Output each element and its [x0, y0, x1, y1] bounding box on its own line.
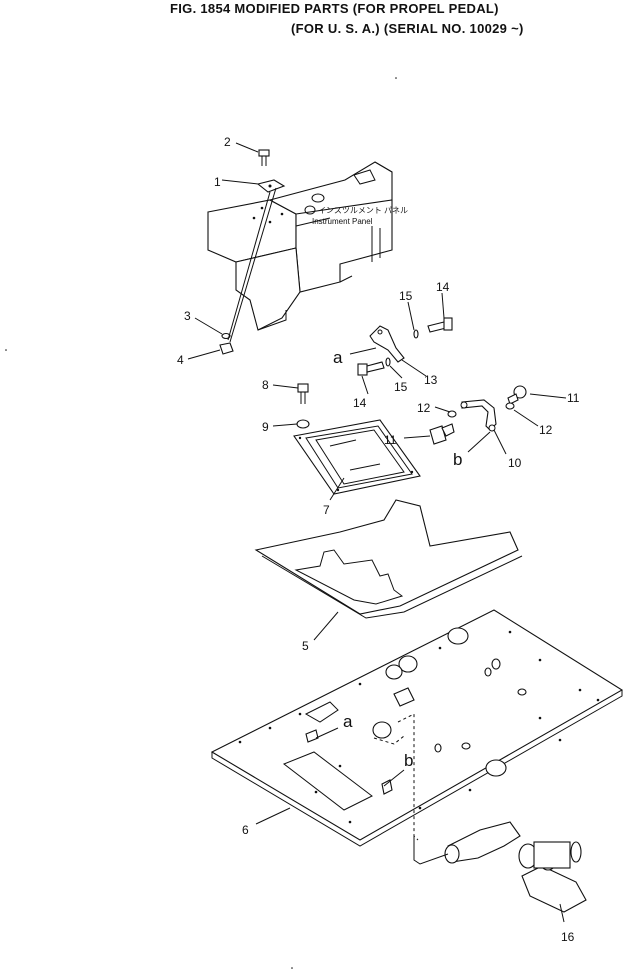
nut-part-4 — [219, 342, 234, 355]
leader-lines — [187, 142, 567, 923]
panel-label-japanese: インスツルメント パネル — [318, 206, 408, 215]
washer-part-15-lower — [385, 357, 391, 367]
callout-13: 13 — [424, 373, 438, 387]
callout-7: 7 — [323, 503, 330, 517]
callout-11-left: 11 — [384, 433, 397, 447]
floor-mat-part-5 — [254, 499, 523, 619]
figure-title-line2: (FOR U. S. A.) (SERIAL NO. 10029 ~) — [291, 21, 524, 36]
washer-part-12-right — [505, 402, 515, 410]
callout-12-right: 12 — [539, 423, 553, 437]
washer-part-3 — [221, 332, 231, 340]
washer-part-9 — [296, 419, 310, 429]
ref-a-upper: a — [333, 348, 343, 367]
instrument-panel-housing — [207, 161, 393, 331]
callout-3: 3 — [184, 309, 191, 323]
callout-10: 10 — [508, 456, 522, 470]
floor-plate-part-6 — [210, 609, 623, 847]
pipe-part-10 — [460, 399, 497, 432]
callout-5: 5 — [302, 639, 309, 653]
callout-15-upper: 15 — [399, 289, 413, 303]
callout-14-upper: 14 — [436, 280, 450, 294]
hose-elbow — [444, 821, 521, 864]
bolt-part-11-right — [507, 385, 527, 405]
callout-1: 1 — [214, 175, 221, 189]
callout-6: 6 — [242, 823, 249, 837]
callout-9: 9 — [262, 420, 269, 434]
bolt-part-14-lower — [357, 361, 385, 376]
figure-title-line1: FIG. 1854 MODIFIED PARTS (FOR PROPEL PED… — [170, 1, 499, 16]
bolt-part-11-left — [429, 423, 455, 445]
callout-4: 4 — [177, 353, 184, 367]
callout-11-right: 11 — [567, 391, 580, 405]
ref-b-plate: b — [404, 751, 413, 770]
callout-14-lower: 14 — [353, 396, 367, 410]
bolt-part-8 — [297, 383, 309, 404]
valve-part-16 — [518, 841, 587, 913]
panel-label-english: Instrument Panel — [312, 217, 373, 226]
callout-12-left: 12 — [417, 401, 431, 415]
lever-part-13 — [369, 325, 405, 363]
washer-part-12-left — [447, 410, 457, 418]
callout-2: 2 — [224, 135, 231, 149]
callout-15-lower: 15 — [394, 380, 408, 394]
ref-a-plate: a — [343, 712, 353, 731]
callout-8: 8 — [262, 378, 269, 392]
cover-part-7 — [293, 419, 421, 495]
bolt-part-2 — [258, 149, 270, 166]
ref-b-upper: b — [453, 450, 462, 469]
washer-part-15-upper — [413, 329, 419, 339]
bolt-part-14-upper — [427, 317, 453, 333]
callout-16: 16 — [561, 930, 575, 944]
